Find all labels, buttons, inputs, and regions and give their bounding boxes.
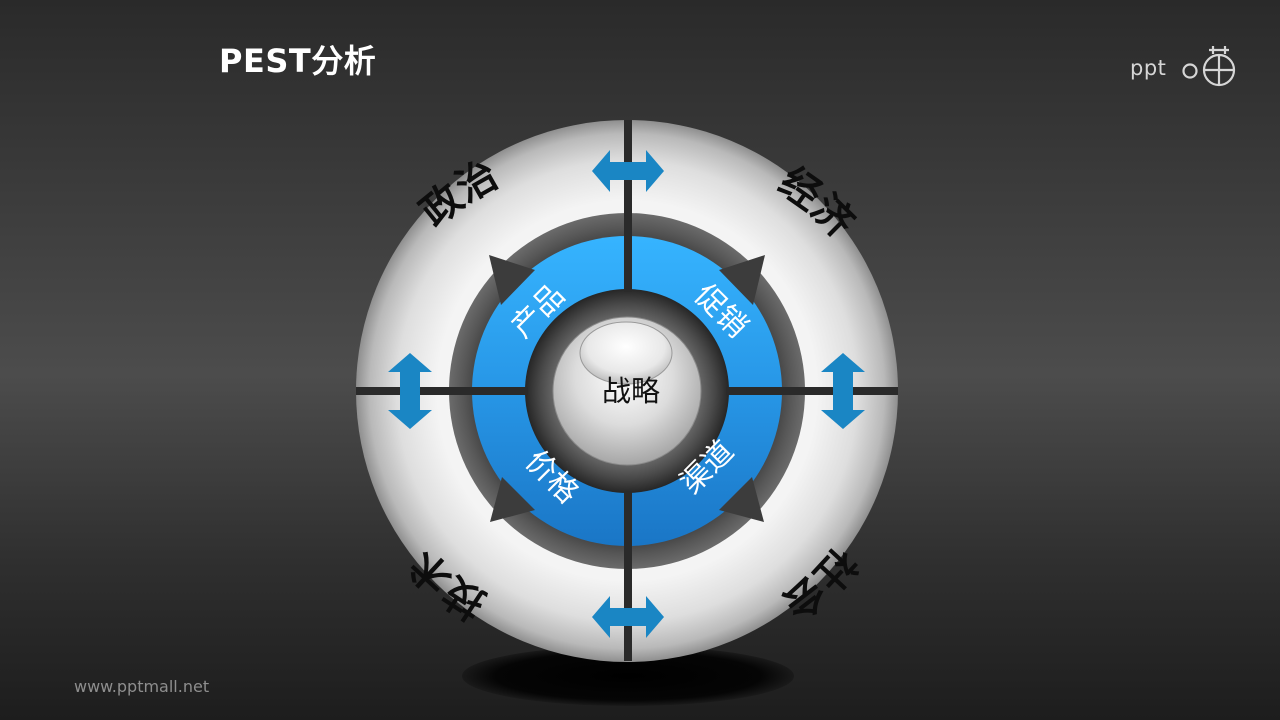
center-gloss (579, 321, 673, 385)
floor-shadow (462, 646, 794, 706)
brand-logo: ppt (1130, 42, 1240, 92)
divider-lines (356, 120, 898, 661)
ppt-mall-logo-icon (1182, 46, 1236, 87)
footer-url: www.pptmall.net (74, 677, 210, 696)
double-arrow-bottom (592, 596, 664, 638)
label-strategy: 战略 (602, 374, 660, 408)
logo-text: ppt (1130, 56, 1167, 80)
double-arrow-right (821, 353, 865, 429)
double-arrow-left (388, 353, 432, 429)
pointer-arrows (489, 255, 765, 522)
page-title: PEST分析 (219, 42, 377, 80)
double-arrow-top (592, 150, 664, 192)
